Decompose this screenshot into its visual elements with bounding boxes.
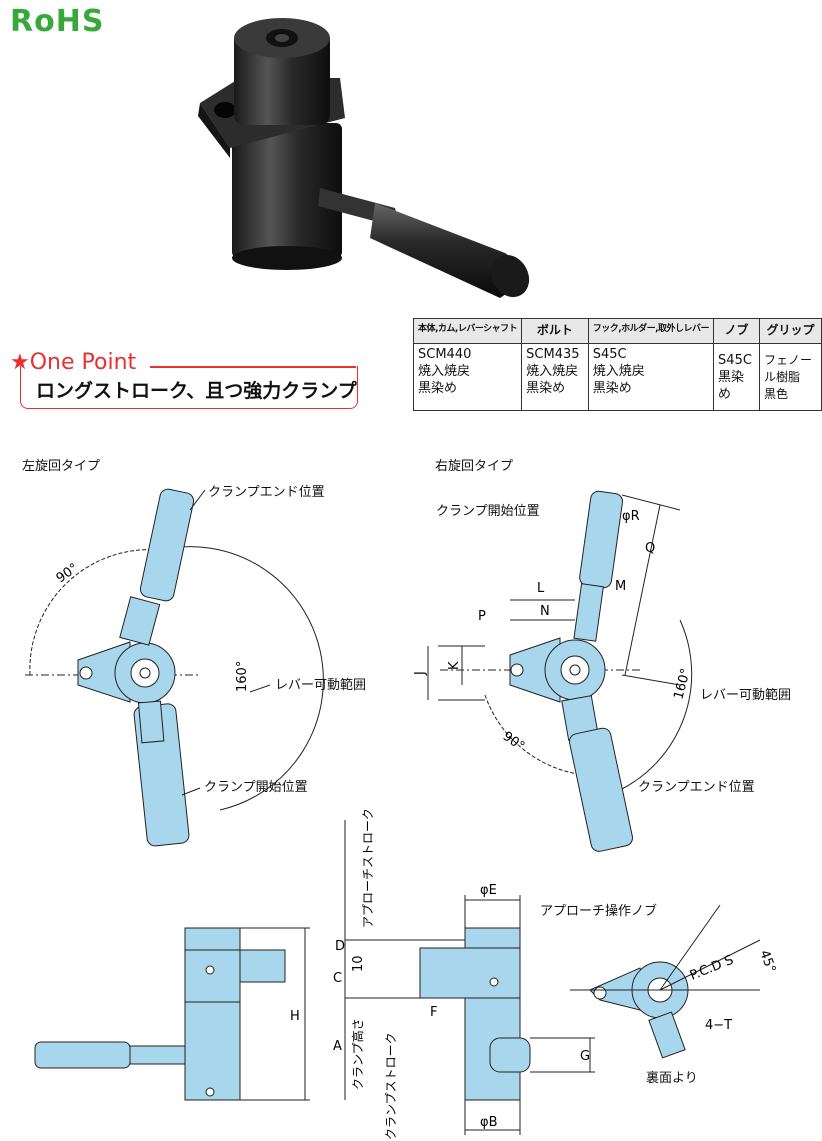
- material-line: SCM435: [526, 347, 580, 362]
- material-line: 黒染め: [718, 369, 745, 402]
- dim-G: G: [580, 1049, 590, 1064]
- dim-10: 10: [351, 955, 366, 972]
- right-lever-range-label: レバー可動範囲: [700, 688, 792, 703]
- material-line: 黒染め: [418, 381, 458, 396]
- dim-M: M: [615, 579, 626, 594]
- left-clamp-start-label: クランプ開始位置: [204, 780, 308, 795]
- left-angle-90: 90°: [54, 561, 81, 587]
- material-cell: SCM435 焼入焼戻黒染め: [521, 343, 589, 411]
- one-point-rule: [150, 366, 356, 368]
- left-clamp-end-label: クランプエンド位置: [208, 485, 325, 500]
- material-header: グリップ: [758, 318, 822, 344]
- approach-knob-label: アプローチ操作ノブ: [540, 904, 658, 919]
- material-line: S45C: [592, 347, 627, 362]
- one-point-title: ★One Point: [10, 350, 137, 375]
- left-lever-range-label: レバー可動範囲: [275, 678, 367, 693]
- material-cell: SCM440 焼入焼戻黒染め: [412, 343, 523, 411]
- right-angle-160: 160°: [671, 667, 694, 701]
- material-line: 焼入焼戻: [592, 364, 645, 379]
- material-table: 本体,カム,レバーシャフト ボルト フック,ホルダー,取外しレバー ノブ グリッ…: [412, 318, 822, 411]
- one-point-text: ロングストローク、且つ強力クランプ: [36, 380, 357, 402]
- right-clamp-end-label: クランプエンド位置: [638, 780, 755, 795]
- dim-L: L: [537, 581, 545, 596]
- dim-holes: 4−T: [705, 1018, 732, 1033]
- dim-P: P: [478, 609, 486, 624]
- right-angle-90: 90°: [500, 729, 527, 755]
- material-header: 本体,カム,レバーシャフト: [412, 318, 523, 344]
- material-line: 焼入焼戻: [418, 364, 471, 379]
- material-line: 焼入焼戻: [526, 364, 579, 379]
- dim-H: H: [290, 1009, 300, 1024]
- dim-F: F: [430, 1005, 437, 1020]
- dim-N: N: [540, 604, 550, 619]
- dim-A: A: [333, 1039, 342, 1054]
- material-line: 黒染め: [526, 381, 566, 396]
- rohs-logo: RoHS: [10, 4, 105, 39]
- left-type-title: 左旋回タイプ: [22, 459, 101, 474]
- bottom-dimension-drawing: H D C A 10 F φE φB G P.C.D S 45° 4−T アプロ…: [34, 810, 778, 1140]
- dim-phiB: φB: [480, 1115, 498, 1130]
- product-photo: [198, 18, 530, 298]
- material-cell: S45C 焼入焼戻黒染め: [587, 343, 715, 411]
- material-line: 黒色: [763, 386, 788, 401]
- dim-C: C: [333, 971, 342, 986]
- dim-J: J: [413, 671, 428, 676]
- clamp-stroke-label: クランプストローク: [384, 1032, 398, 1140]
- dim-Q: Q: [645, 541, 655, 556]
- dim-K: K: [447, 661, 462, 670]
- dim-phiR: φR: [622, 509, 640, 524]
- material-header: フック,ホルダー,取外しレバー: [587, 318, 715, 344]
- dim-phiE: φE: [480, 883, 497, 898]
- from-back-label: 裏面より: [646, 1071, 698, 1086]
- dim-pcd: P.C.D S: [688, 953, 736, 984]
- right-type-title: 右旋回タイプ: [435, 459, 514, 474]
- material-header: ボルト: [521, 318, 589, 344]
- approach-stroke-label: アプローチストローク: [361, 810, 375, 928]
- material-line: 黒染め: [592, 381, 632, 396]
- material-cell: フェノール樹脂黒色: [758, 343, 822, 411]
- clamp-height-label: クランプ高さ: [350, 1018, 365, 1090]
- dim-D: D: [335, 939, 345, 954]
- material-header: ノブ: [713, 318, 760, 344]
- material-line: S45C: [718, 352, 752, 368]
- material-line: SCM440: [418, 347, 472, 362]
- material-line: フェノール樹脂: [763, 352, 812, 384]
- one-point-box: [20, 366, 358, 409]
- right-clamp-start-label: クランプ開始位置: [436, 504, 540, 519]
- left-rotation-diagram: 90° 160°: [25, 488, 324, 847]
- left-angle-160: 160°: [235, 661, 250, 692]
- right-rotation-diagram: 160° 90° φR Q L M N P J K: [413, 490, 694, 852]
- dim-45: 45°: [756, 948, 778, 975]
